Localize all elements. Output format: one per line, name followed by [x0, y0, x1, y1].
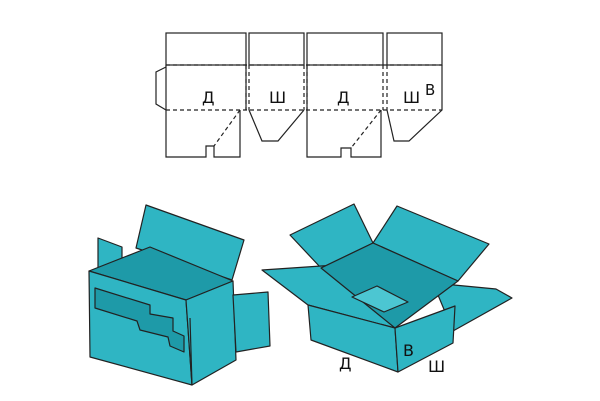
fold-lines — [166, 64, 442, 149]
box-right-interior — [320, 242, 459, 329]
flat-label-length-2: Д — [337, 88, 350, 107]
box-left-front-face — [185, 280, 237, 386]
box-right-front-right-face — [394, 305, 456, 373]
blank-body-outline — [165, 65, 443, 158]
top-flap-width-1 — [248, 32, 305, 66]
box-label-width: Ш — [428, 357, 445, 376]
box-right — [261, 203, 513, 373]
glue-tab — [155, 66, 167, 111]
box-label-height: В — [403, 341, 414, 360]
box-right-inner-slot — [351, 285, 409, 313]
box-left-end-cutout — [94, 287, 185, 353]
flat-label-height: В — [425, 81, 435, 99]
box-left — [88, 204, 271, 386]
flat-label-width-1: Ш — [269, 88, 286, 107]
flat-label-length-1: Д — [202, 88, 215, 107]
box-left-fold — [189, 317, 193, 386]
flat-blank — [155, 32, 443, 158]
box-left-right-flap — [232, 291, 271, 353]
top-flap-length-2 — [306, 32, 384, 66]
box-label-length: Д — [339, 354, 352, 373]
top-flap-length-1 — [165, 32, 247, 66]
top-flap-width-2 — [386, 32, 443, 66]
flat-label-width-2: Ш — [403, 88, 420, 107]
